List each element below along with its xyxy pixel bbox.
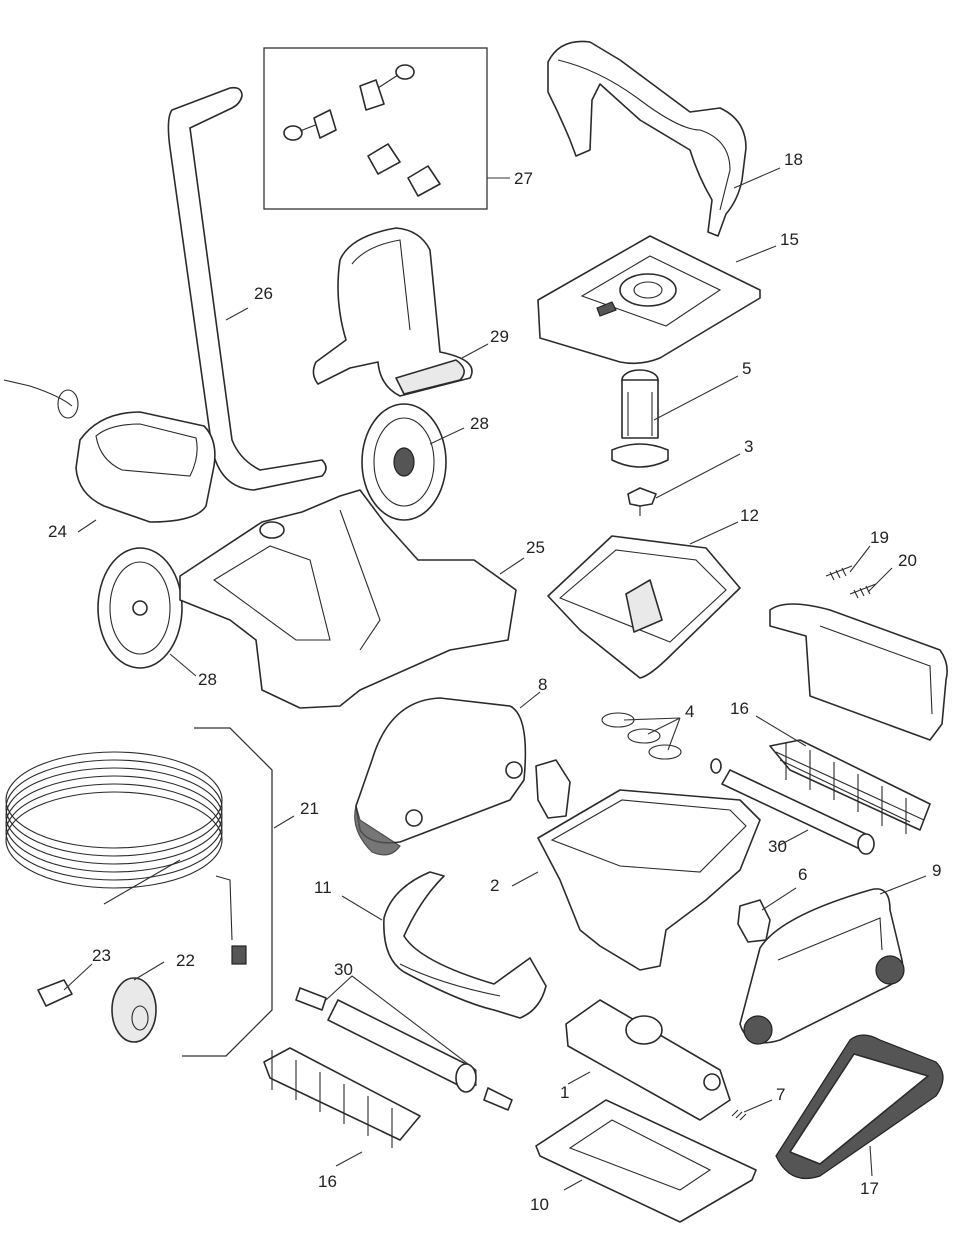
callout-12: 12 (740, 506, 759, 525)
callout-29: 29 (490, 327, 509, 346)
callout-6: 6 (798, 865, 807, 884)
callout-11: 11 (314, 878, 332, 897)
part-17-track-belt (775, 1034, 944, 1180)
part-28-wheel-upper (361, 403, 447, 521)
callout-28-upper: 28 (470, 414, 489, 433)
part-10-bottom-plate (535, 1099, 757, 1223)
callout-17: 17 (860, 1179, 879, 1198)
callout-8: 8 (538, 675, 547, 694)
callout-30-left: 30 (334, 960, 353, 979)
callout-20: 20 (898, 551, 917, 570)
part-12-filter-basket (547, 535, 741, 679)
part-21-floating-cable (5, 727, 273, 1057)
part-2-body (537, 789, 761, 971)
callout-15: 15 (780, 230, 799, 249)
callout-22: 22 (176, 951, 195, 970)
callout-5: 5 (742, 359, 751, 378)
callout-21: 21 (300, 799, 319, 818)
part-3-impeller (627, 487, 657, 516)
callout-1: 1 (560, 1083, 569, 1102)
callout-16-right: 16 (730, 699, 749, 718)
part-30-roller-left (295, 987, 513, 1111)
callout-2: 2 (490, 876, 499, 895)
part-8-side-track (354, 697, 527, 856)
callout-16-left: 16 (318, 1172, 337, 1191)
callout-24: 24 (48, 522, 67, 541)
part-1-motor-block (565, 999, 731, 1121)
callout-10: 10 (530, 1195, 549, 1214)
part-25-caddy-base (179, 489, 517, 709)
switch-part (535, 759, 571, 819)
part-28-wheel-lower (97, 547, 183, 669)
callout-19: 19 (870, 528, 889, 547)
callout-27: 27 (514, 169, 533, 188)
callout-3: 3 (744, 437, 753, 456)
part-29-handle-bracket (312, 227, 473, 397)
part-9-side-track (739, 888, 905, 1045)
part-5-impeller-housing (611, 369, 669, 468)
part-15-top-cover (537, 235, 761, 365)
callout-25: 25 (526, 538, 545, 557)
side-cover-right (769, 603, 948, 741)
part-18-carry-handle (547, 40, 747, 237)
callout-4: 4 (685, 702, 694, 721)
part-23-swivel (37, 979, 73, 1007)
callout-26: 26 (254, 284, 273, 303)
callout-30-right: 30 (768, 837, 787, 856)
callout-9: 9 (932, 861, 941, 880)
part-30-roller-right (710, 758, 875, 855)
part-20-spring (849, 583, 877, 599)
callout-23: 23 (92, 946, 111, 965)
part-19-spring (825, 565, 853, 581)
part-11-front-bumper (383, 871, 547, 1019)
part-22-float (111, 977, 157, 1043)
part-24-power-supply (3, 379, 216, 523)
callout-7: 7 (776, 1085, 785, 1104)
leader-lines (63, 167, 927, 1191)
part-16-brush-right (769, 739, 931, 834)
part-16-brush-left (263, 1047, 421, 1148)
callout-28-lower: 28 (198, 670, 217, 689)
part-7-carbon-brush (731, 1109, 747, 1121)
part-27-clip-kit (263, 47, 510, 210)
part-6-switch (737, 899, 771, 943)
callout-18: 18 (784, 150, 803, 169)
